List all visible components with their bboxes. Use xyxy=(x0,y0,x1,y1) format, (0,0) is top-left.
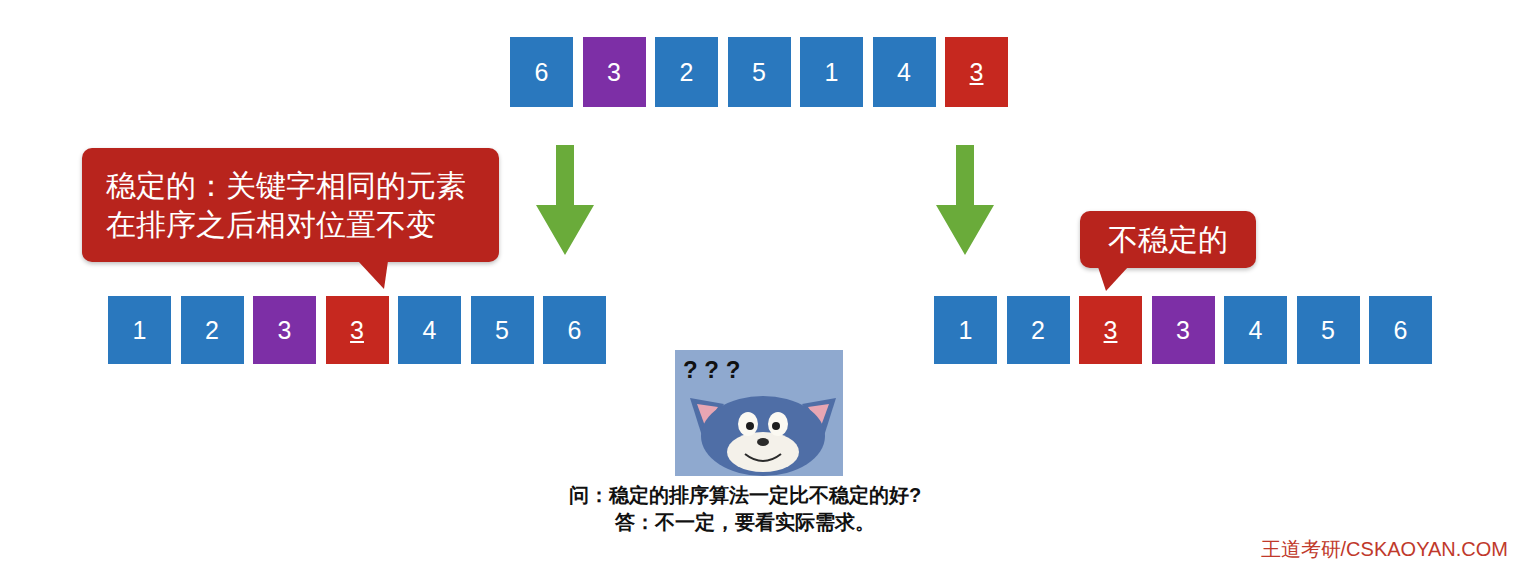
callout-bubble: 不稳定的 xyxy=(1080,211,1256,268)
number-box: 3 xyxy=(945,37,1008,107)
box-number: 4 xyxy=(1249,318,1263,343)
callout-pointer xyxy=(358,261,388,291)
number-box: 4 xyxy=(398,296,461,364)
cartoon-cat xyxy=(675,350,843,476)
callout-text: 稳定的：关键字相同的元素 在排序之后相对位置不变 xyxy=(106,166,475,244)
puzzle-marks: ? ? ? xyxy=(683,356,740,384)
cat-mouth xyxy=(745,454,781,461)
number-box: 5 xyxy=(728,37,791,107)
callout-pointer-shape xyxy=(1098,267,1128,291)
box-number: 3 xyxy=(1176,318,1190,343)
number-box: 5 xyxy=(471,296,534,364)
number-box: 6 xyxy=(1369,296,1432,364)
cat-pupil xyxy=(746,422,754,430)
box-number: 6 xyxy=(535,60,549,85)
number-box: 3 xyxy=(326,296,389,364)
box-number: 1 xyxy=(959,318,973,343)
box-number: 4 xyxy=(423,318,437,343)
number-box: 4 xyxy=(1224,296,1287,364)
box-number: 3 xyxy=(350,318,364,343)
number-box: 1 xyxy=(934,296,997,364)
picture-ground xyxy=(675,350,843,476)
number-box: 4 xyxy=(873,37,936,107)
callout-pointer xyxy=(1098,267,1128,297)
cat-muzzle xyxy=(727,432,799,472)
callout-text: 不稳定的 xyxy=(1108,220,1228,259)
box-number: 2 xyxy=(205,318,219,343)
callout-pointer-shape xyxy=(358,261,388,289)
watermark: 王道考研/CSKAOYAN.COM xyxy=(1261,536,1508,563)
number-box: 3 xyxy=(1152,296,1215,364)
number-box: 6 xyxy=(510,37,573,107)
box-number: 3 xyxy=(278,318,292,343)
down-arrow xyxy=(936,145,994,255)
box-number: 1 xyxy=(133,318,147,343)
box-number: 6 xyxy=(568,318,582,343)
cat-eye xyxy=(768,412,788,436)
cat-nose xyxy=(757,438,769,446)
cat-head xyxy=(701,396,825,476)
callout-bubble: 稳定的：关键字相同的元素 在排序之后相对位置不变 xyxy=(82,148,499,262)
down-arrow xyxy=(536,145,594,255)
number-box: 2 xyxy=(181,296,244,364)
box-number: 2 xyxy=(680,60,694,85)
box-number: 4 xyxy=(897,60,911,85)
box-number: 3 xyxy=(970,60,984,85)
number-box: 3 xyxy=(253,296,316,364)
number-box: 2 xyxy=(1007,296,1070,364)
box-number: 5 xyxy=(752,60,766,85)
number-box: 3 xyxy=(583,37,646,107)
answer-note: 答：不一定，要看实际需求。 xyxy=(615,509,875,536)
box-number: 5 xyxy=(495,318,509,343)
box-number: 2 xyxy=(1031,318,1045,343)
number-box: 3 xyxy=(1079,296,1142,364)
number-box: 1 xyxy=(108,296,171,364)
box-number: 3 xyxy=(607,60,621,85)
number-box: 2 xyxy=(655,37,718,107)
cat-pupil xyxy=(772,422,780,430)
number-box: 1 xyxy=(800,37,863,107)
box-number: 3 xyxy=(1104,318,1118,343)
number-box: 5 xyxy=(1297,296,1360,364)
box-number: 6 xyxy=(1394,318,1408,343)
question-note: 问：稳定的排序算法一定比不稳定的好? xyxy=(569,482,921,509)
number-box: 6 xyxy=(543,296,606,364)
cat-eye xyxy=(738,412,758,436)
box-number: 1 xyxy=(825,60,839,85)
box-number: 5 xyxy=(1321,318,1335,343)
